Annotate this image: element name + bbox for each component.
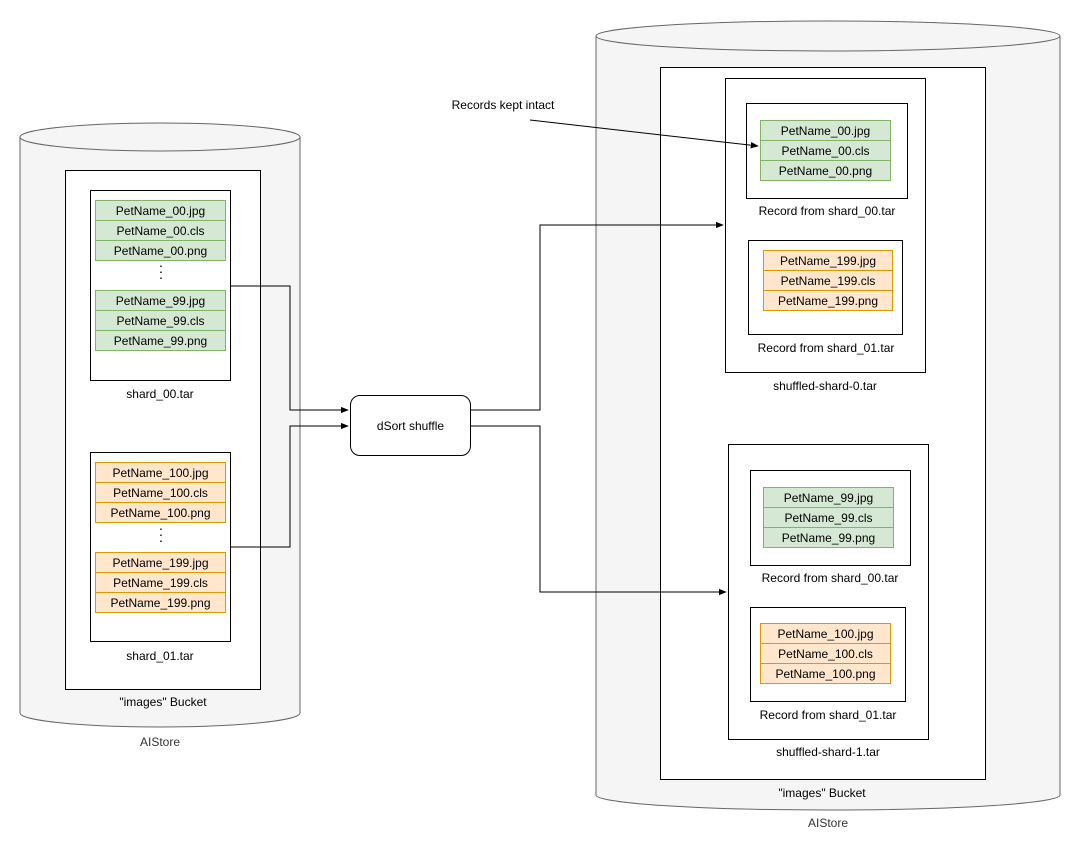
file-cell: PetName_100.png: [95, 502, 226, 523]
file-cell: PetName_199.png: [95, 592, 226, 613]
file-cell: PetName_99.cls: [95, 310, 226, 331]
shard-label: shuffled-shard-1.tar: [776, 745, 880, 759]
connector-dsort-to-shuffled-0: [471, 221, 724, 411]
dsort-shuffle-process: dSort shuffle: [350, 395, 471, 456]
bucket-label: "images" Bucket: [778, 786, 866, 800]
file-cell: PetName_100.png: [760, 663, 891, 684]
records-kept-intact-annotation: Records kept intact: [451, 98, 555, 112]
aistore-label: AIStore: [807, 816, 849, 830]
shard-label: shard_01.tar: [126, 649, 194, 663]
file-cell: PetName_99.jpg: [95, 290, 226, 311]
ellipsis-dots: . . .: [159, 517, 163, 545]
record-label: Record from shard_01.tar: [757, 341, 895, 355]
annotation-arrow: [529, 119, 759, 149]
file-cell: PetName_100.jpg: [760, 623, 891, 644]
file-cell: PetName_100.cls: [760, 643, 891, 664]
record-label: Record from shard_00.tar: [758, 204, 896, 218]
file-cell: PetName_00.png: [95, 240, 226, 261]
aistore-label: AIStore: [139, 735, 181, 749]
shard-label: shuffled-shard-0.tar: [773, 379, 877, 393]
file-cell: PetName_199.jpg: [763, 250, 893, 271]
file-cell: PetName_99.png: [95, 330, 226, 351]
connector-dsort-to-shuffled-1: [471, 425, 727, 596]
record-label: Record from shard_01.tar: [759, 708, 897, 722]
file-cell: PetName_199.png: [763, 290, 893, 311]
file-cell: PetName_00.cls: [760, 140, 891, 161]
file-cell: PetName_99.cls: [763, 507, 894, 528]
file-cell: PetName_00.png: [760, 160, 891, 181]
bucket-label: "images" Bucket: [119, 695, 207, 709]
file-cell: PetName_99.png: [763, 527, 894, 548]
record-label: Record from shard_00.tar: [761, 571, 899, 585]
connector-shard00-to-dsort: [231, 285, 349, 414]
file-cell: PetName_00.cls: [95, 220, 226, 241]
shard-label: shard_00.tar: [126, 387, 194, 401]
file-cell: PetName_00.jpg: [95, 200, 226, 221]
connector-shard01-to-dsort: [231, 422, 349, 548]
file-cell: PetName_100.cls: [95, 482, 226, 503]
ellipsis-dots: . . .: [159, 254, 163, 282]
